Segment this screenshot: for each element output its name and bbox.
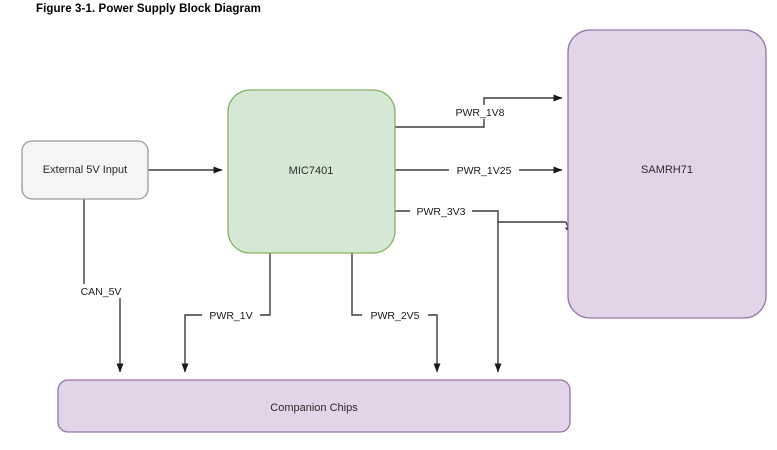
node-companion-chips[interactable]: Companion Chips xyxy=(57,379,571,433)
node-label-companion-chips: Companion Chips xyxy=(270,402,358,414)
edge-label-pwr-1v25: PWR_1V25 xyxy=(457,165,512,177)
edge-pwr-2v5: PWR_2V5 xyxy=(351,253,441,373)
edge-pwr-1v8: PWR_1V8 xyxy=(395,94,563,128)
edge-label-pwr-3v3: PWR_3V3 xyxy=(416,206,465,218)
edge-pwr-1v: PWR_1V xyxy=(181,253,271,373)
node-label-mic7401: MIC7401 xyxy=(289,165,334,177)
edge-label-can-5v: CAN_5V xyxy=(81,286,122,298)
node-mic7401[interactable]: MIC7401 xyxy=(227,89,396,254)
edge-label-pwr-1v8: PWR_1V8 xyxy=(455,107,504,119)
edge-can-5v: CAN_5V xyxy=(73,199,128,373)
node-label-external-5v-input: External 5V Input xyxy=(43,164,127,176)
figure-title: Figure 3-1. Power Supply Block Diagram xyxy=(36,3,261,15)
node-samrh71[interactable]: SAMRH71 xyxy=(567,29,767,319)
node-label-samrh71: SAMRH71 xyxy=(641,164,693,176)
edge-label-pwr-2v5: PWR_2V5 xyxy=(370,310,419,322)
edge-pwr-1v25: PWR_1V25 xyxy=(395,163,563,177)
node-external-5v-input[interactable]: External 5V Input xyxy=(21,140,149,200)
edge-pwr-3v3: PWR_3V3 xyxy=(395,204,571,373)
edge-label-pwr-1v: PWR_1V xyxy=(209,310,252,322)
